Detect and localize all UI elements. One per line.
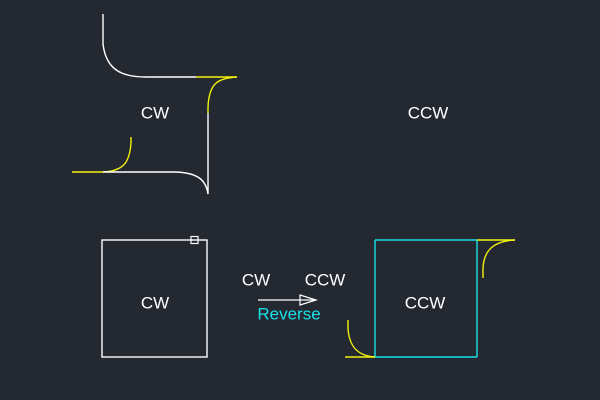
figure-top-right-label: CCW	[408, 103, 449, 122]
annotation-arrow-head-icon	[299, 294, 319, 306]
bl-grip-handle[interactable]	[190, 235, 199, 245]
bl-rectangle	[101, 239, 208, 358]
figure-top-left-label: CW	[141, 103, 169, 122]
tl-corner-arc-topleft	[102, 43, 147, 78]
center-annotation: CW CCW Reverse	[242, 270, 345, 323]
figure-bottom-right-ccw[interactable]: CCW	[345, 239, 516, 358]
annotation-action-label: Reverse	[257, 304, 320, 323]
figure-bottom-left-cw[interactable]: CW	[101, 235, 208, 358]
figure-top-left-cw[interactable]: CW	[72, 14, 238, 195]
figure-bottom-right-label: CCW	[405, 293, 446, 312]
figure-bottom-left-label: CW	[141, 293, 169, 312]
annotation-from-label: CW	[242, 270, 270, 289]
annotation-to-label: CCW	[305, 270, 346, 289]
br-corner-arc-bottomleft	[347, 327, 376, 358]
tl-corner-arc-topright	[207, 76, 238, 108]
tl-corner-arc-bottomright	[175, 171, 209, 195]
tl-corner-arc-bottomleft	[102, 141, 132, 173]
br-corner-arc-topright	[482, 239, 516, 269]
